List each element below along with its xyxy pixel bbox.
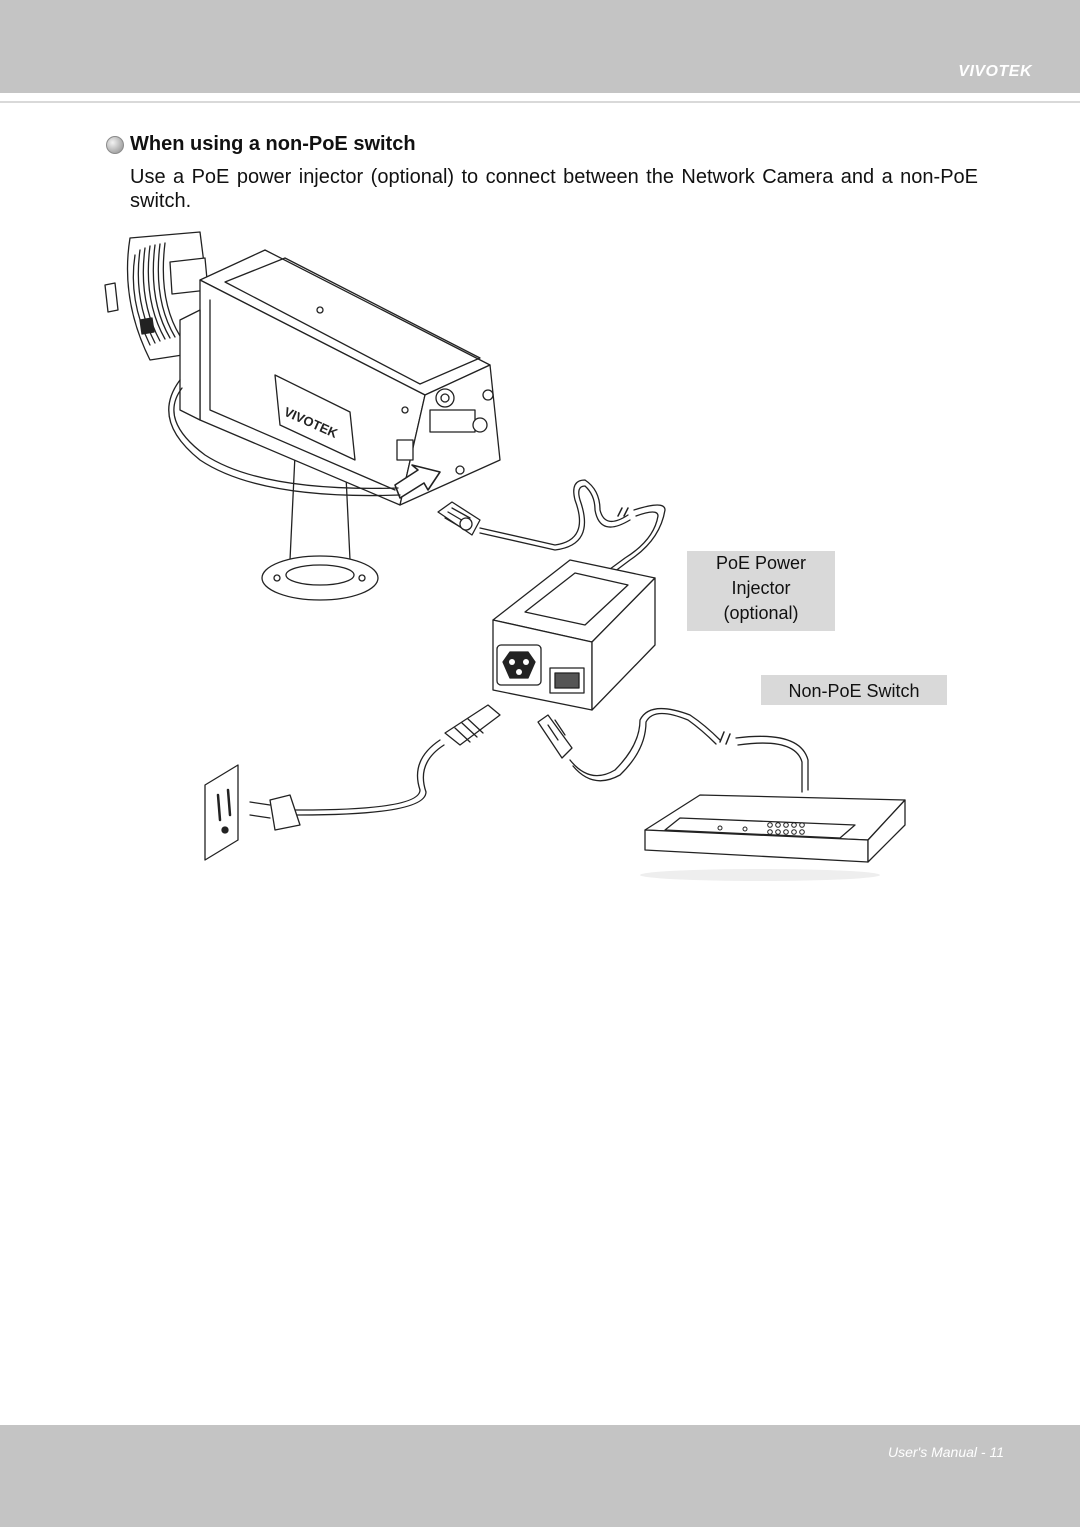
poe-injector-label: PoE Power Injector (optional) bbox=[687, 551, 835, 631]
header-divider bbox=[0, 101, 1080, 103]
wall-outlet bbox=[204, 764, 239, 861]
insert-arrow-icon bbox=[394, 464, 441, 499]
connection-diagram: VIVOTEK bbox=[104, 231, 906, 881]
footer-band bbox=[0, 1425, 1080, 1527]
section-heading-text: When using a non-PoE switch bbox=[130, 133, 416, 155]
header-band: VIVOTEK bbox=[0, 0, 1080, 93]
poe-injector-label-line1: PoE Power bbox=[715, 553, 807, 573]
brand-logo: VIVOTEK bbox=[958, 63, 1032, 80]
non-poe-switch-label: Non-PoE Switch bbox=[761, 675, 947, 705]
footer-page-label: User's Manual - 11 bbox=[887, 1444, 1004, 1460]
non-poe-switch bbox=[640, 794, 906, 881]
camera-cable bbox=[168, 379, 666, 576]
bullet-icon bbox=[106, 135, 124, 154]
poe-injector-box bbox=[492, 559, 656, 711]
switch-cable bbox=[537, 708, 809, 793]
poe-injector-label-line3: (optional) bbox=[723, 603, 799, 623]
poe-injector-label-line2: Injector bbox=[731, 578, 791, 598]
power-cord bbox=[249, 704, 501, 831]
section-paragraph: Use a PoE power injector (optional) to c… bbox=[130, 166, 978, 212]
section-heading: When using a non-PoE switch bbox=[106, 133, 416, 156]
